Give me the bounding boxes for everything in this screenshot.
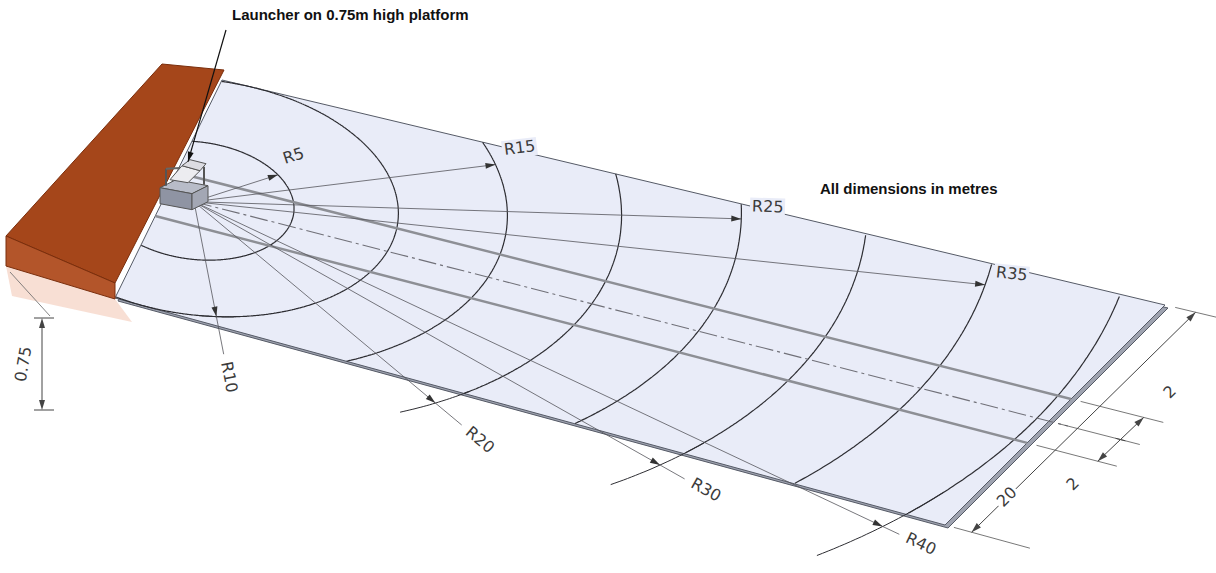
- dimension-label: 2: [1158, 381, 1181, 404]
- launcher-base-side: [192, 186, 208, 210]
- radius-arc-extension: [400, 392, 469, 413]
- radius-label: R25: [749, 197, 785, 216]
- launcher-post: [165, 169, 167, 186]
- radius-leader: [194, 165, 496, 202]
- centre-line: [194, 202, 1068, 426]
- extension-line: [1081, 401, 1164, 422]
- dimension-line: [1098, 417, 1144, 461]
- landing-field: [115, 80, 1165, 525]
- extension-line: [34, 318, 54, 319]
- radius-label: R40: [901, 528, 941, 560]
- arrow-head: [212, 306, 218, 316]
- callout-text: Launcher on 0.75m high platform: [232, 6, 469, 23]
- guide-line: [155, 216, 1027, 443]
- radius-label: R5: [279, 143, 309, 168]
- radius-leader: [194, 202, 462, 425]
- callout-leader: [188, 30, 226, 162]
- arrow-head: [872, 520, 882, 527]
- arrow-head: [39, 318, 45, 328]
- launcher-base-front: [160, 188, 192, 210]
- arrow-head: [426, 394, 436, 403]
- arrow-head: [267, 175, 278, 181]
- callout-group: [188, 30, 226, 162]
- arrow-head: [1134, 417, 1143, 426]
- arrow-head: [975, 281, 985, 287]
- radius-label: R35: [993, 263, 1030, 285]
- arrow-head: [1098, 452, 1107, 461]
- extension-line: [1175, 307, 1216, 328]
- arrow-head: [39, 400, 45, 410]
- platform: [6, 64, 224, 299]
- arrow-head: [731, 216, 741, 222]
- extension-line: [954, 527, 1030, 548]
- extension-line: [34, 410, 54, 411]
- dimension-tick: [1116, 438, 1126, 441]
- leader-line: [10, 272, 50, 316]
- arc-group: [116, 81, 1120, 555]
- radius-arc: [686, 235, 866, 453]
- arrow-head: [650, 458, 660, 466]
- arrow-head: [485, 163, 495, 169]
- radius-label: R20: [460, 422, 499, 459]
- platform-front: [6, 236, 115, 299]
- radius-leader: [194, 202, 224, 355]
- extension-line: [1037, 445, 1117, 466]
- dimension-line: [42, 322, 43, 406]
- note-text: All dimensions in metres: [820, 180, 998, 197]
- dimension-label: 20: [992, 482, 1022, 512]
- arrow-head: [972, 523, 981, 532]
- dimension-line: [972, 312, 1196, 532]
- radius-label: R10: [216, 358, 241, 396]
- line-group: [155, 163, 1071, 534]
- radius-arc: [575, 204, 741, 423]
- launcher: [160, 160, 208, 210]
- radius-arc: [347, 142, 508, 361]
- radius-arc: [908, 296, 1119, 513]
- radius-leader: [194, 202, 985, 285]
- dimension-group: [10, 272, 1216, 548]
- radius-leader: [194, 202, 685, 479]
- dimension-label: 2: [1062, 473, 1085, 496]
- guide-line: [177, 173, 1071, 400]
- extension-line: [1058, 424, 1140, 445]
- field-group: [115, 80, 1168, 528]
- launcher-post: [203, 167, 205, 185]
- dimension-label: 0.75: [12, 343, 37, 385]
- arrow-head: [1186, 312, 1195, 321]
- radius-label: R30: [685, 474, 725, 507]
- arrow-head: [188, 151, 194, 162]
- radius-arc: [795, 265, 992, 484]
- radius-arc: [464, 174, 622, 394]
- radius-leader: [194, 202, 899, 535]
- radius-label: R15: [501, 137, 538, 160]
- launcher-arm: [182, 160, 206, 171]
